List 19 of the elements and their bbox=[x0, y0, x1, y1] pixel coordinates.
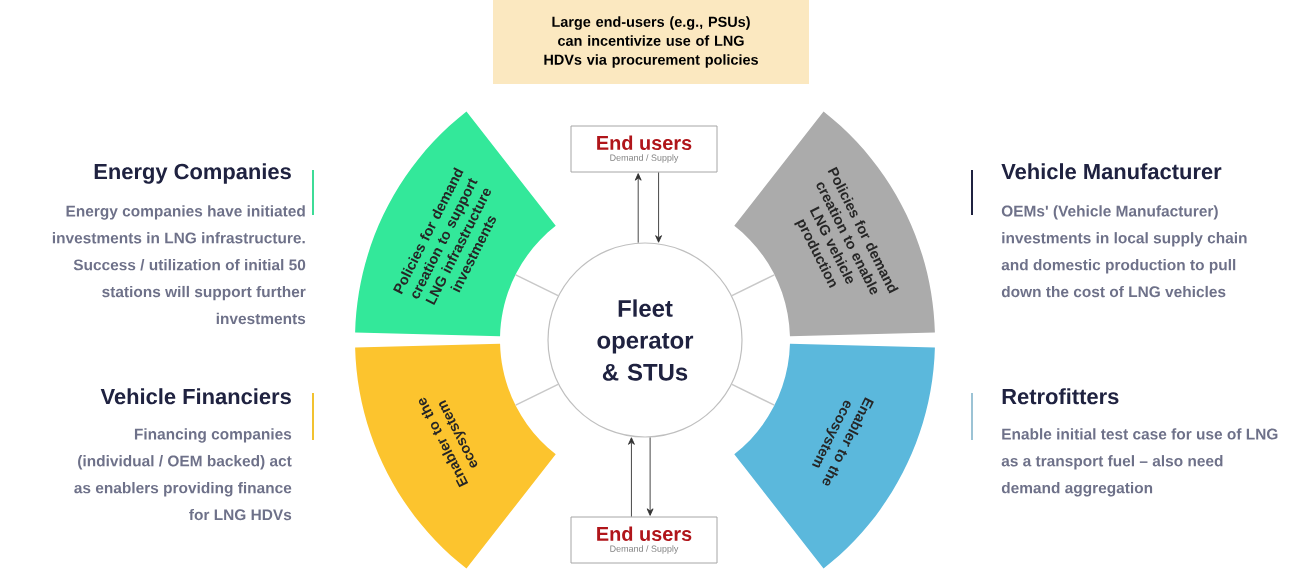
description-text: Enable initial test case for use of LNG as a transport fuel – also need demand aggregation bbox=[1001, 428, 1278, 497]
connector-line bbox=[731, 383, 776, 406]
arrow bbox=[646, 437, 654, 516]
note-box: Large end-users (e.g., PSUs) can incentivize use of LNG HDVs via procurement policies bbox=[493, 0, 809, 84]
connector-line bbox=[514, 274, 559, 297]
description-text: Energy companies have initiated investments in LNG infrastructure. Success / utilization of initial 50 stations will support further investments bbox=[52, 205, 306, 325]
end-users-box: End users Demand / Supply bbox=[570, 125, 718, 173]
description-text: Financing companies (individual / OEM backed) act as enablers providing finance for LNG HDVs bbox=[74, 428, 292, 521]
heading: Vehicle Manufacturer bbox=[1001, 163, 1222, 180]
arrow bbox=[634, 173, 642, 244]
heading: Energy Companies bbox=[94, 163, 291, 184]
connector-line bbox=[731, 274, 776, 297]
heading: Retrofitters bbox=[1002, 388, 1119, 405]
arrow bbox=[655, 172, 662, 243]
heading: Vehicle Financiers bbox=[100, 388, 291, 405]
end-users-box: End users Demand / Supply bbox=[570, 516, 718, 564]
description-text: OEMs' (Vehicle Manufacturer) investments in local supply chain and domestic production to pull down the cost of LNG vehicles bbox=[1001, 205, 1247, 298]
arrow bbox=[628, 437, 635, 517]
connector-line bbox=[514, 383, 559, 406]
